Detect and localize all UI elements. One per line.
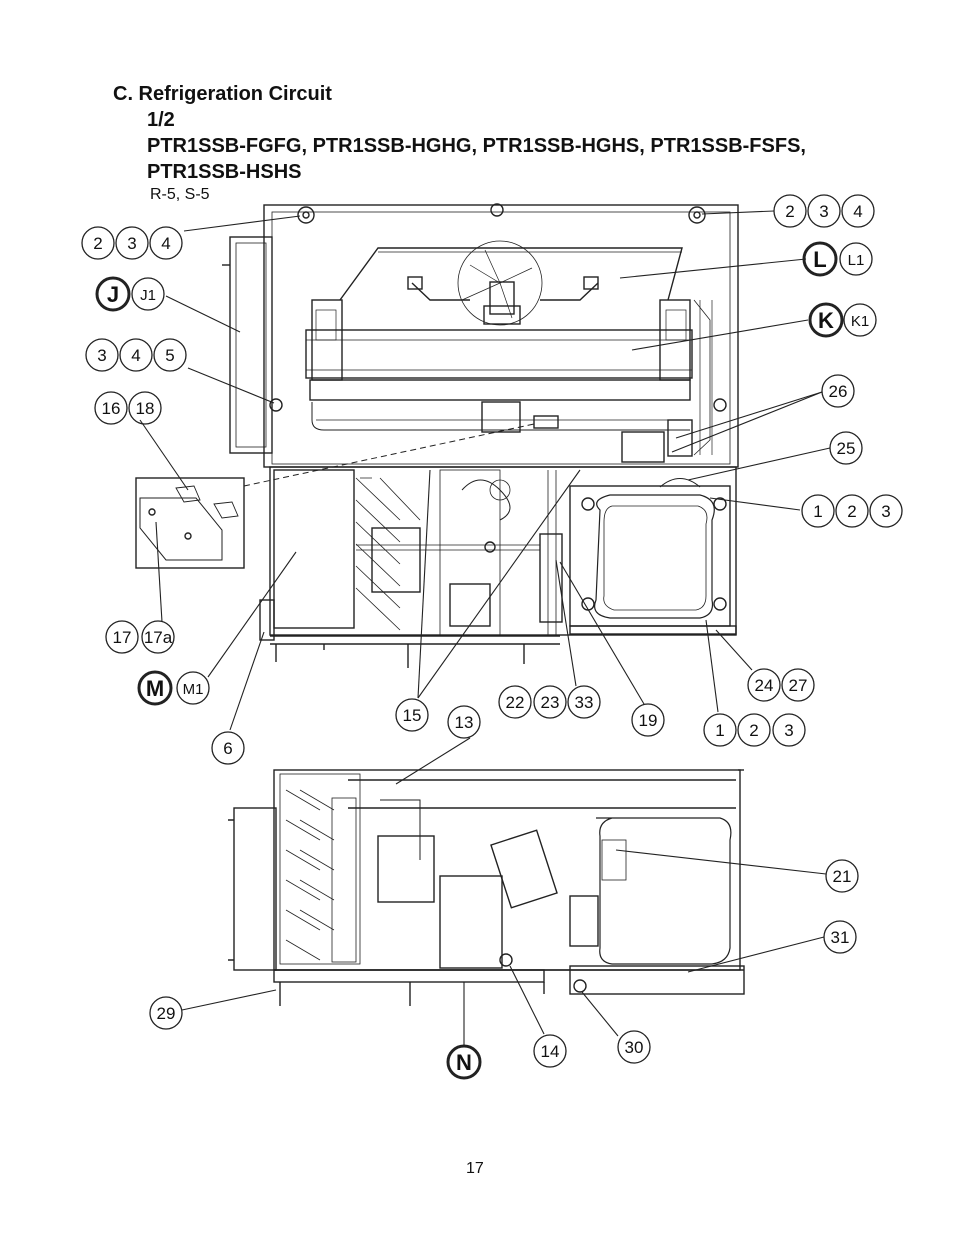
callout-number: 4 bbox=[853, 202, 862, 221]
assembly-letter-N: N bbox=[456, 1050, 472, 1075]
callout-circles bbox=[81, 194, 903, 1080]
callout-number: 21 bbox=[833, 867, 852, 886]
assembly-code-J1: J1 bbox=[140, 287, 156, 304]
callout-number: 24 bbox=[755, 676, 774, 695]
callout-number: 14 bbox=[541, 1042, 560, 1061]
callout-number: 17 bbox=[113, 628, 132, 647]
callout-number: 18 bbox=[136, 399, 155, 418]
assembly-letter-K: K bbox=[818, 308, 834, 333]
callout-number: 5 bbox=[165, 346, 174, 365]
callout-number: 2 bbox=[749, 721, 758, 740]
callout-number: 30 bbox=[625, 1038, 644, 1057]
callout-number: 16 bbox=[102, 399, 121, 418]
callout-number: 26 bbox=[829, 382, 848, 401]
callout-number: 17a bbox=[144, 628, 173, 647]
callout-number: 3 bbox=[784, 721, 793, 740]
callout-number: 6 bbox=[223, 739, 232, 758]
callout-number: 3 bbox=[127, 234, 136, 253]
assembly-code-M1: M1 bbox=[183, 681, 204, 698]
callout-number: 19 bbox=[639, 711, 658, 730]
assembly-letter-J: J bbox=[107, 282, 119, 307]
bracket-detail-inset bbox=[135, 423, 535, 569]
callout-number: 23 bbox=[541, 693, 560, 712]
callout-number: 4 bbox=[161, 234, 170, 253]
model-list-line-1: PTR1SSB-FGFG, PTR1SSB-HGHG, PTR1SSB-HGHS… bbox=[147, 135, 806, 157]
callout-labels: 2 3 4 2 3 4 L L1 K K1 J J1 3 4 5 16 18 2… bbox=[93, 202, 890, 1075]
callout-number: 3 bbox=[819, 202, 828, 221]
section-title: C. Refrigeration Circuit bbox=[113, 83, 332, 105]
revision-label: R-5, S-5 bbox=[150, 186, 210, 203]
assembly-letter-L: L bbox=[813, 247, 826, 272]
callout-number: 33 bbox=[575, 693, 594, 712]
callout-number: 3 bbox=[881, 502, 890, 521]
part-indicator: 1/2 bbox=[147, 109, 175, 131]
top-view-drawing bbox=[222, 203, 739, 468]
leader-lines bbox=[139, 210, 831, 1045]
page-number: 17 bbox=[466, 1160, 484, 1177]
callout-number: 2 bbox=[847, 502, 856, 521]
callout-number: 29 bbox=[157, 1004, 176, 1023]
model-list-line-2: PTR1SSB-HSHS bbox=[147, 161, 302, 183]
callout-number: 13 bbox=[455, 713, 474, 732]
callout-number: 22 bbox=[506, 693, 525, 712]
callout-number: 15 bbox=[403, 706, 422, 725]
callout-number: 27 bbox=[789, 676, 808, 695]
callout-number: 3 bbox=[97, 346, 106, 365]
callout-number: 1 bbox=[813, 502, 822, 521]
bottom-view-drawing bbox=[228, 769, 745, 1006]
assembly-code-L1: L1 bbox=[848, 252, 865, 269]
middle-view-drawing bbox=[259, 466, 737, 668]
callout-number: 1 bbox=[715, 721, 724, 740]
callout-number: 25 bbox=[837, 439, 856, 458]
callout-number: 2 bbox=[93, 234, 102, 253]
callout-number: 31 bbox=[831, 928, 850, 947]
callout-number: 2 bbox=[785, 202, 794, 221]
assembly-code-K1: K1 bbox=[851, 313, 869, 330]
assembly-letter-M: M bbox=[146, 676, 164, 701]
callout-number: 4 bbox=[131, 346, 140, 365]
